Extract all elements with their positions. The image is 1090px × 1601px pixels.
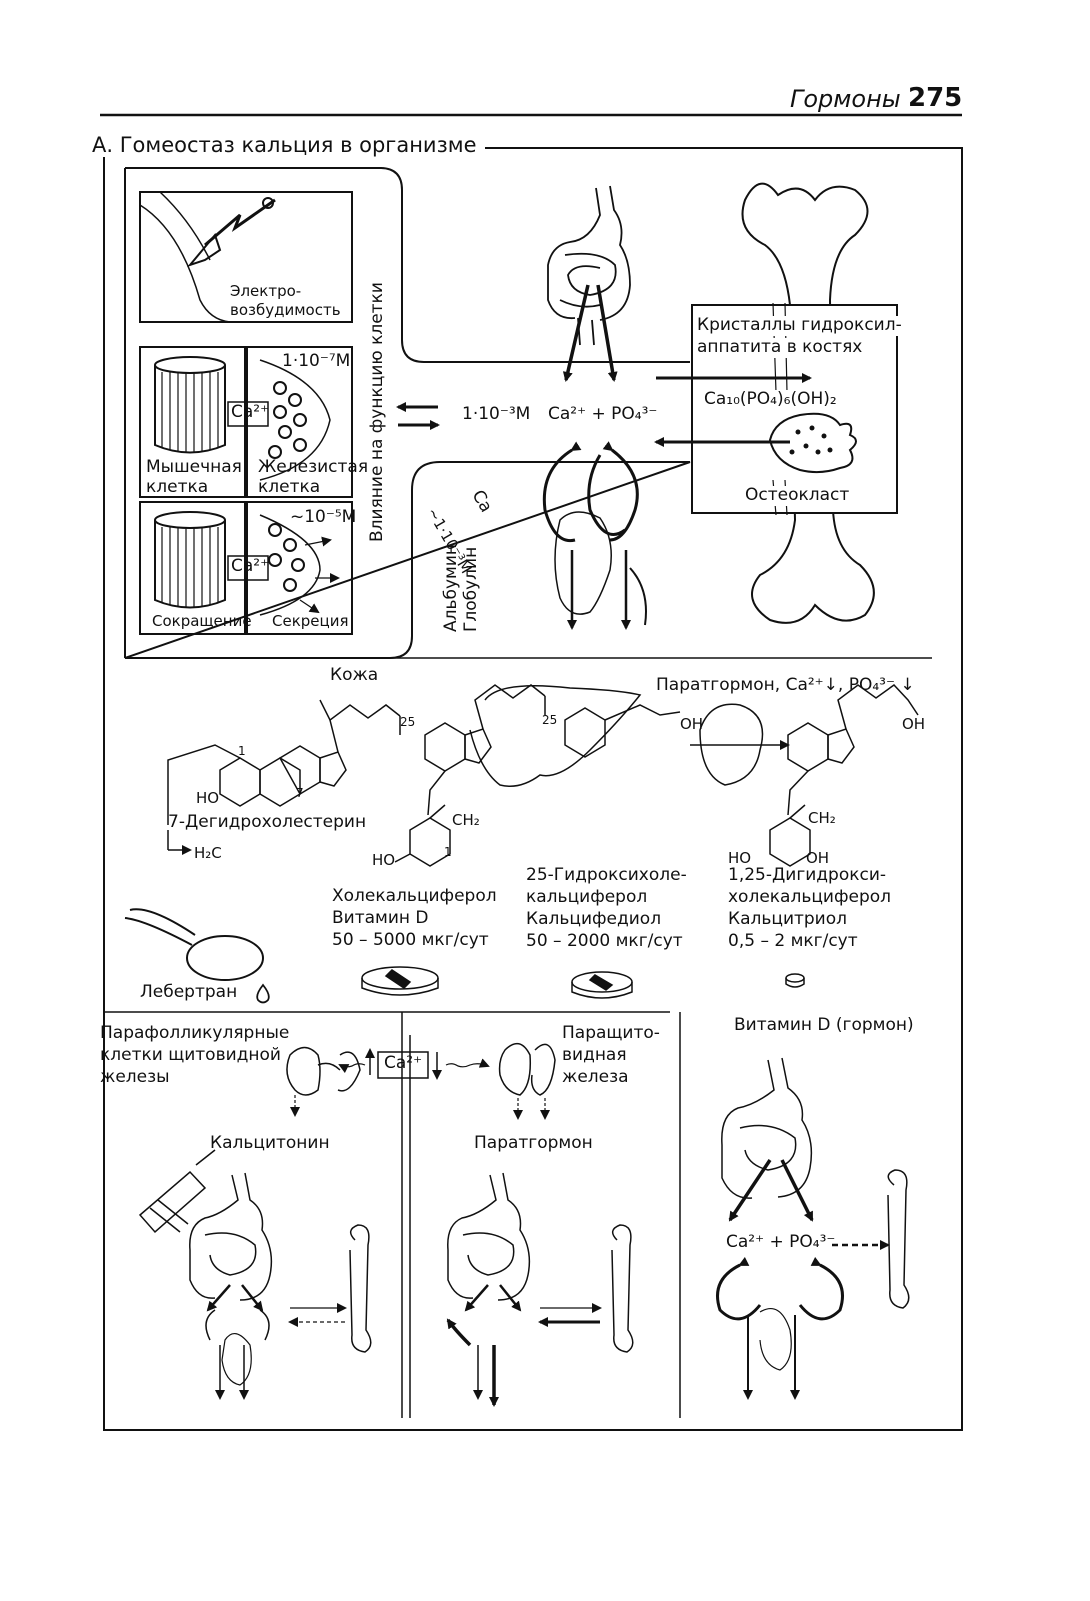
cod-liver-oil-label: Лебертран (140, 982, 238, 1002)
gland-cell-label-2: клетка (258, 477, 321, 497)
ho-label-d3: HO (372, 851, 396, 869)
electro-box (139, 191, 353, 323)
col1-line2: Витамин D (332, 908, 429, 928)
page-number: 275 (908, 83, 963, 113)
col3-line1: 1,25-Дигидрокси- (728, 865, 887, 885)
thyroid-left (286, 1046, 361, 1096)
parathyroid-line2: видная (562, 1045, 627, 1065)
muscle-cell-label-1: Мышечная (146, 457, 242, 477)
cholecalciferol-structure (394, 684, 546, 867)
col2-line4: 50 – 2000 мкг/сут (526, 931, 683, 951)
ch2-label-2: CH₂ (808, 809, 836, 827)
osteoclast-shape (768, 412, 857, 474)
crystals-label-2: аппатита в костях (697, 337, 863, 358)
cell-influence-label: Влияние на функцию клетки (367, 282, 387, 542)
parafollicular-line3: железы (100, 1067, 170, 1087)
ch2-label-1: CH₂ (452, 811, 480, 829)
ca-label-top: Ca²⁺ (231, 402, 270, 422)
tablet-large (361, 966, 439, 996)
intestine-bottom-right (721, 1057, 813, 1199)
parafollicular-line2: клетки щитовидной (100, 1045, 281, 1065)
plasma-conc-label: 1·10⁻³M (462, 404, 531, 424)
calcitonin-label: Кальцитонин (210, 1133, 330, 1153)
spoon-handle (129, 908, 196, 936)
electro-label-2: возбудимость (230, 301, 341, 319)
ho-label-7dhc: HO (196, 789, 220, 807)
crystals-label-1: Кристаллы гидроксил- (697, 315, 902, 336)
ca-po4-label: Ca²⁺ + PO₄³⁻ (548, 404, 658, 424)
oh-label-25: OH (680, 715, 704, 733)
25-hydroxy-structure (564, 704, 681, 758)
oh-label-calcitriol-1: OH (806, 849, 830, 867)
col3-line4: 0,5 – 2 мкг/сут (728, 931, 858, 951)
skin-label: Кожа (330, 665, 379, 685)
intestine-bottom-middle (447, 1172, 531, 1301)
num-7-label: 7 (296, 786, 304, 800)
running-header-title: Гормоны (790, 85, 901, 113)
oh-label-calcitriol: OH (902, 715, 926, 733)
tablet-small (785, 973, 805, 988)
parathyroid-line1: Паращито- (562, 1023, 660, 1043)
muscle-cell-label-2: клетка (146, 477, 209, 497)
oil-drop (256, 983, 270, 1004)
contraction-label: Сокращение (152, 612, 252, 630)
parathyroid-line3: железа (562, 1067, 629, 1087)
h2c-label: H₂C (194, 844, 222, 862)
ca-center-box (377, 1051, 429, 1079)
intestine-bottom-left (189, 1172, 273, 1301)
parafollicular-line1: Парафолликулярные (100, 1023, 290, 1043)
hydroxyapatite-formula: Ca₁₀(PO₄)₆(OH)₂ (704, 389, 837, 410)
ho-label-calcitriol: HO (728, 849, 752, 867)
conc-label-1e-5: ~10⁻⁵M (290, 507, 357, 527)
osteoclast-label: Остеокласт (745, 485, 850, 506)
dehydrocholesterol-label: 7-Дегидрохолестерин (168, 812, 367, 832)
ca-po4-small-label: Ca²⁺ + PO₄³⁻ (726, 1232, 836, 1252)
femur-top (741, 182, 875, 624)
kidney-middle (699, 703, 764, 786)
conc-label-1e-7: 1·10⁻⁷M (282, 351, 351, 371)
parathyroid-gland (498, 1042, 556, 1096)
c25-label-2: 25 (542, 713, 558, 727)
calcitriol-structure (769, 684, 919, 867)
vitamin-d-hormone-label: Витамин D (гормон) (734, 1015, 914, 1035)
col2-line1: 25-Гидроксихоле- (526, 865, 687, 885)
electro-label-1: Электро- (230, 282, 302, 300)
top-inner-border-upper (125, 167, 690, 363)
tablet-medium (571, 971, 633, 999)
secretion-label: Секреция (272, 612, 349, 630)
parathormone-label: Паратгормон (474, 1133, 593, 1153)
num-1-label: 1 (238, 744, 246, 758)
7-dehydrocholesterol-structure (167, 699, 401, 855)
ca-label-middle: Ca²⁺ (231, 556, 270, 576)
pth-header-label: Паратгормон, Ca²⁺↓, PO₄³⁻ ↓ (656, 675, 915, 695)
spoon-bowl (186, 935, 264, 981)
bone-bottom-left (349, 1224, 372, 1353)
intestine-top (547, 185, 631, 346)
num-1-label-d3: 1 (444, 845, 452, 859)
bone-bottom-middle (611, 1224, 634, 1353)
col3-line3: Кальцитриол (728, 909, 847, 929)
section-title: А. Гомеостаз кальция в организме (92, 133, 485, 158)
bone-bottom-right (887, 1169, 910, 1309)
liver-outline (469, 684, 642, 787)
ca-center-label: Ca²⁺ (384, 1053, 423, 1073)
kidney-top (554, 511, 612, 615)
col2-line3: Кальцифедиол (526, 909, 662, 929)
gland-cell-label-1: Железистая (258, 457, 369, 477)
c25-label-1: 25 (400, 715, 416, 729)
syringe (138, 1149, 216, 1234)
col3-line2: холекальциферол (728, 887, 892, 907)
col1-line3: 50 – 5000 мкг/сут (332, 930, 489, 950)
col2-line2: кальциферол (526, 887, 648, 907)
col1-line1: Холекальциферол (332, 886, 497, 906)
